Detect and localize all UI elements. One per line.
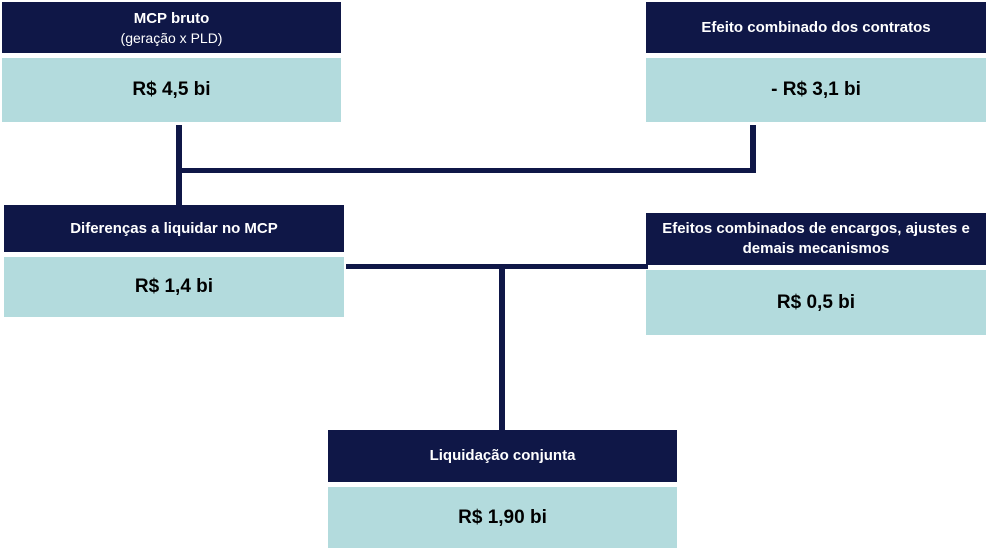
box-efeitos-encargos-title-line1: Efeitos combinados de encargos, ajustes … xyxy=(662,220,970,237)
box-mcp-bruto-title: MCP bruto xyxy=(133,9,210,27)
connector-mcp-down xyxy=(176,125,182,207)
box-efeito-contratos: Efeito combinado dos contratos - R$ 3,1 … xyxy=(646,2,986,122)
box-diferencas: Diferenças a liquidar no MCP R$ 1,4 bi xyxy=(4,205,344,317)
box-mcp-bruto-value: R$ 4,5 bi xyxy=(2,58,341,122)
box-mcp-bruto-subtitle: (geração x PLD) xyxy=(120,29,223,46)
connector-contratos-down xyxy=(750,125,756,173)
box-diferencas-title: Diferenças a liquidar no MCP xyxy=(70,219,278,237)
box-efeitos-encargos-header: Efeitos combinados de encargos, ajustes … xyxy=(646,213,986,265)
box-liquidacao: Liquidação conjunta R$ 1,90 bi xyxy=(328,430,677,548)
box-liquidacao-header: Liquidação conjunta xyxy=(328,430,677,482)
box-mcp-bruto: MCP bruto (geração x PLD) R$ 4,5 bi xyxy=(2,2,341,122)
connector-middle-horizontal xyxy=(346,264,648,269)
box-diferencas-value: R$ 1,4 bi xyxy=(4,257,344,317)
box-efeito-contratos-header: Efeito combinado dos contratos xyxy=(646,2,986,53)
box-mcp-bruto-header: MCP bruto (geração x PLD) xyxy=(2,2,341,53)
box-liquidacao-title: Liquidação conjunta xyxy=(429,447,576,464)
box-efeito-contratos-title: Efeito combinado dos contratos xyxy=(701,18,931,36)
connector-liquidacao-down xyxy=(499,264,505,430)
box-diferencas-header: Diferenças a liquidar no MCP xyxy=(4,205,344,252)
box-liquidacao-value: R$ 1,90 bi xyxy=(328,487,677,548)
box-efeitos-encargos-title-line2: demais mecanismos xyxy=(742,240,890,257)
box-efeitos-encargos: Efeitos combinados de encargos, ajustes … xyxy=(646,213,986,335)
connector-top-horizontal xyxy=(176,168,756,173)
box-efeito-contratos-value: - R$ 3,1 bi xyxy=(646,58,986,122)
box-efeitos-encargos-value: R$ 0,5 bi xyxy=(646,270,986,335)
